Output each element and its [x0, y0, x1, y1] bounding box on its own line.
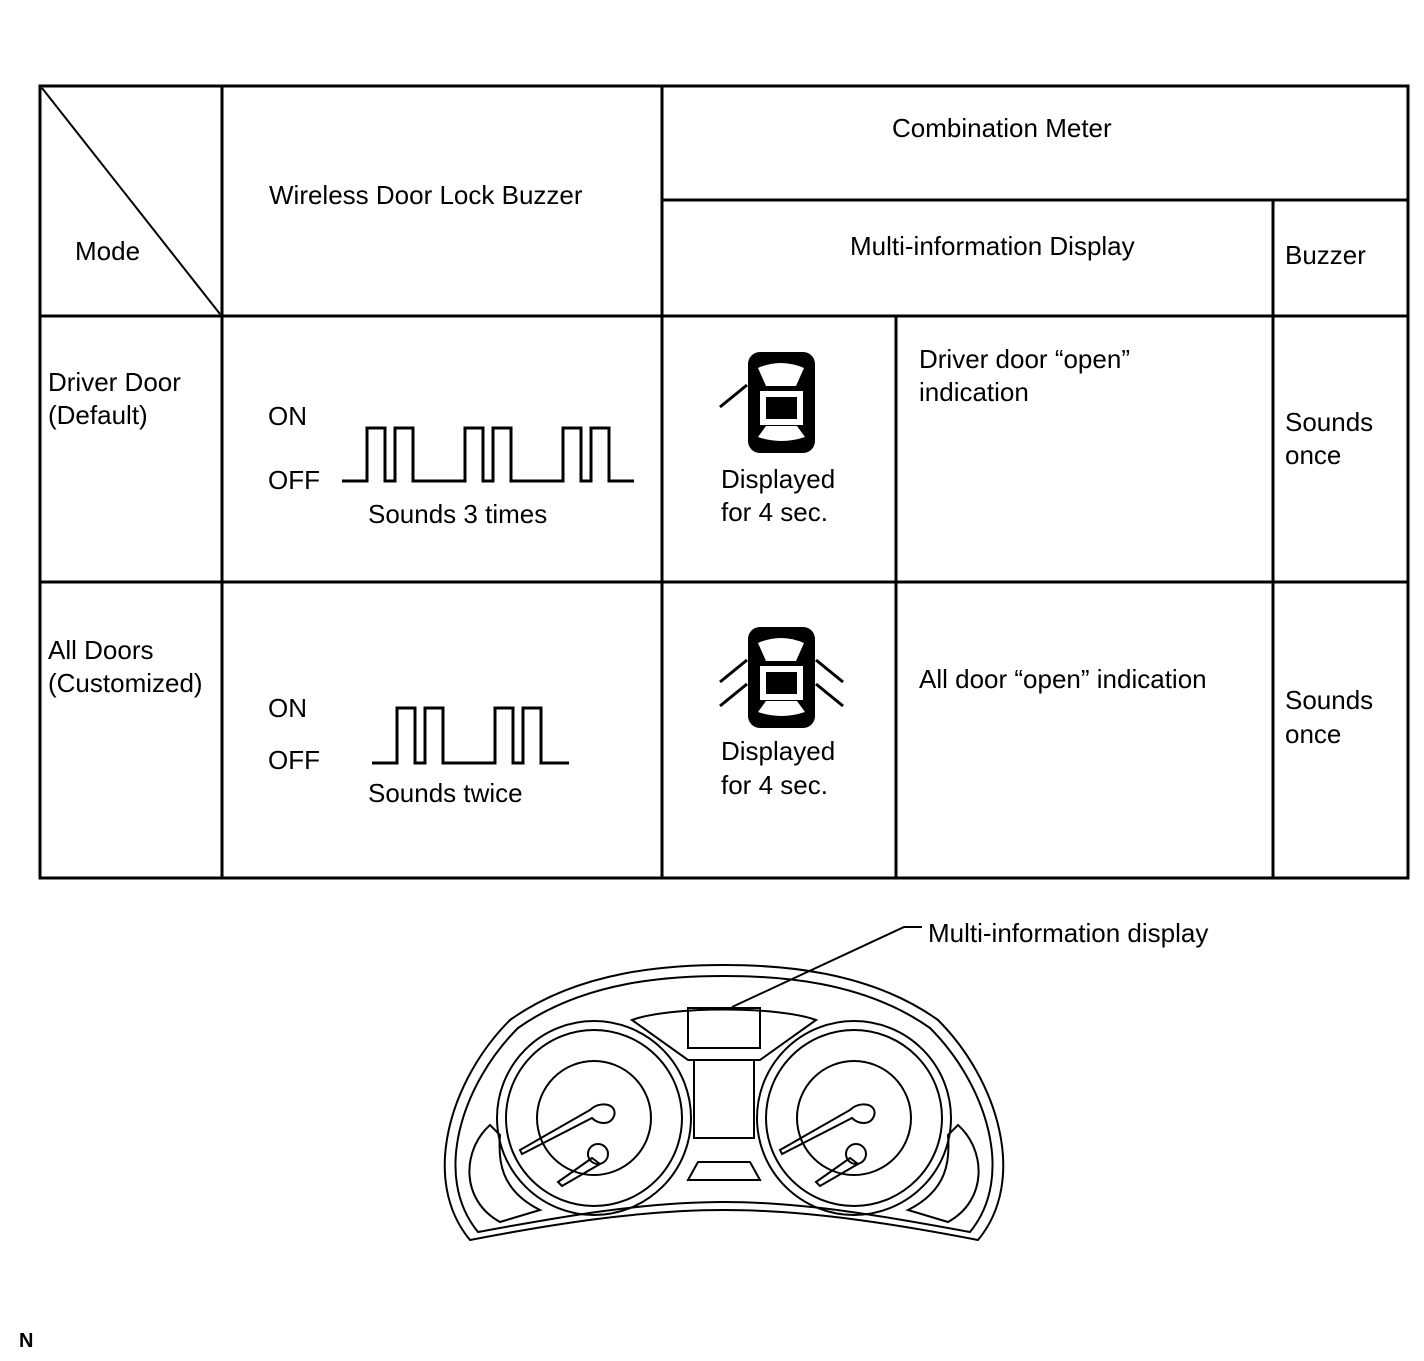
row2-on-label: ON	[268, 693, 307, 723]
wireless-buzzer-header: Wireless Door Lock Buzzer	[269, 180, 583, 210]
row2-displayed-line2: for 4 sec.	[721, 770, 828, 800]
row1-on-label: ON	[268, 401, 307, 431]
row1-indication-line2: indication	[919, 377, 1029, 407]
row2-buzzer-line2: once	[1285, 719, 1342, 749]
row1-pulse-waveform	[342, 426, 634, 483]
combination-meter-header: Combination Meter	[892, 113, 1112, 143]
cluster-callout-label: Multi-information display	[928, 918, 1209, 948]
row1-mode-line1: Driver Door	[48, 367, 181, 397]
multi-info-display-header: Multi-information Display	[850, 231, 1135, 261]
row2-buzzer-line1: Sounds	[1285, 685, 1374, 715]
row2-indication-line1: All door “open” indication	[919, 664, 1207, 694]
row2-sound-caption: Sounds twice	[368, 778, 523, 808]
row1-displayed-line2: for 4 sec.	[721, 497, 828, 527]
buzzer-header: Buzzer	[1285, 240, 1366, 270]
row1-mode-line2: (Default)	[48, 400, 148, 430]
row1-indication-line1: Driver door “open”	[919, 344, 1130, 374]
row2-off-label: OFF	[268, 745, 320, 775]
row2-mode-line1: All Doors	[48, 635, 154, 665]
row1-sound-caption: Sounds 3 times	[368, 499, 548, 529]
row2-mode-line2: (Customized)	[48, 668, 203, 698]
row1-off-label: OFF	[268, 465, 320, 495]
row1-buzzer-line1: Sounds	[1285, 407, 1374, 437]
driver-door-open-icon	[719, 352, 815, 453]
table-grid	[38, 84, 1410, 880]
row2-displayed-line1: Displayed	[721, 736, 836, 766]
callout-leader-line	[731, 926, 922, 1008]
row2-pulse-waveform	[372, 706, 569, 765]
all-doors-open-icon	[719, 627, 844, 728]
row1-displayed-line1: Displayed	[721, 464, 836, 494]
figure-code: N	[19, 1330, 34, 1352]
corner-diagonal	[41, 87, 221, 315]
mode-header: Mode	[75, 236, 141, 266]
row1-buzzer-line2: once	[1285, 440, 1342, 470]
